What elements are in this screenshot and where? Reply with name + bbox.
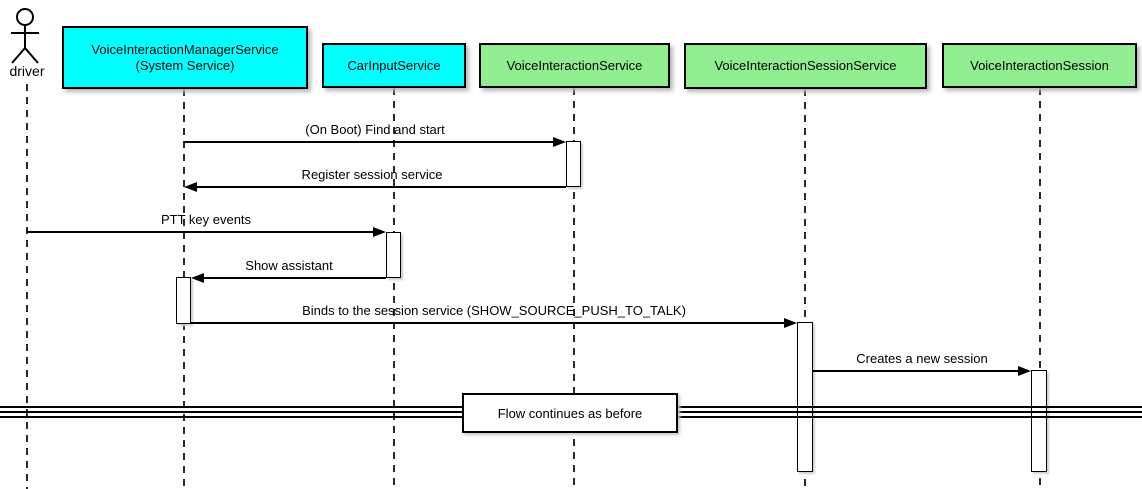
participant-voiceinteractionsession: VoiceInteractionSession [942, 43, 1137, 88]
activation-voiceinteractionsessionservice [797, 322, 813, 472]
message-line-5 [191, 322, 784, 324]
arrowhead-left-icon [184, 182, 197, 192]
actor-icon [11, 8, 39, 64]
message-line-6 [813, 370, 1018, 372]
participant-voiceinteractionsessionservice: VoiceInteractionSessionService [684, 43, 927, 89]
divider-label: Flow continues as before [497, 405, 643, 421]
message-line-4 [204, 277, 386, 279]
participant-voiceinteractionmanagerservice: VoiceInteractionManagerService (System S… [62, 26, 308, 89]
participant-subtitle: (System Service) [135, 57, 235, 73]
lifeline-driver [26, 84, 28, 489]
participant-name: CarInputService [347, 57, 441, 73]
message-label-show-assistant: Show assistant [245, 258, 333, 273]
activation-carinputservice [386, 232, 401, 278]
arrowhead-right-icon [784, 318, 797, 328]
lifeline-voiceinteractionsessionservice [804, 89, 806, 489]
divider-label-box: Flow continues as before [462, 393, 678, 433]
message-line-1 [184, 141, 553, 143]
participant-name: VoiceInteractionSessionService [714, 58, 897, 73]
message-line-3 [27, 231, 373, 233]
activation-voiceinteractionservice [566, 141, 581, 187]
participant-name: VoiceInteractionManagerService [91, 41, 279, 57]
arrowhead-left-icon [191, 273, 204, 283]
message-label-register-session-service: Register session service [301, 167, 443, 182]
arrowhead-right-icon [1018, 366, 1031, 376]
participant-name: VoiceInteractionSession [970, 57, 1109, 73]
message-label-binds-to-session-service: Binds to the session service (SHOW_SOURC… [302, 303, 686, 318]
activation-voiceinteractionmanagerservice [176, 277, 191, 324]
lifeline-voiceinteractionservice [573, 88, 575, 489]
lifeline-voiceinteractionsession [1039, 88, 1041, 489]
participant-voiceinteractionservice: VoiceInteractionService [479, 43, 670, 88]
message-label-ptt-key-events: PTT key events [160, 212, 252, 227]
participant-carinputservice: CarInputService [322, 43, 466, 88]
message-label-creates-a-new-session: Creates a new session [856, 351, 988, 366]
lifeline-carinputservice [393, 88, 395, 489]
activation-voiceinteractionsession [1031, 370, 1047, 472]
participant-name: VoiceInteractionService [506, 57, 643, 73]
arrowhead-right-icon [373, 227, 386, 237]
arrowhead-right-icon [553, 137, 566, 147]
message-line-2 [197, 186, 566, 188]
message-label-on-boot-find-and-start: (On Boot) Find and start [305, 122, 445, 137]
actor-label: driver [9, 63, 45, 79]
